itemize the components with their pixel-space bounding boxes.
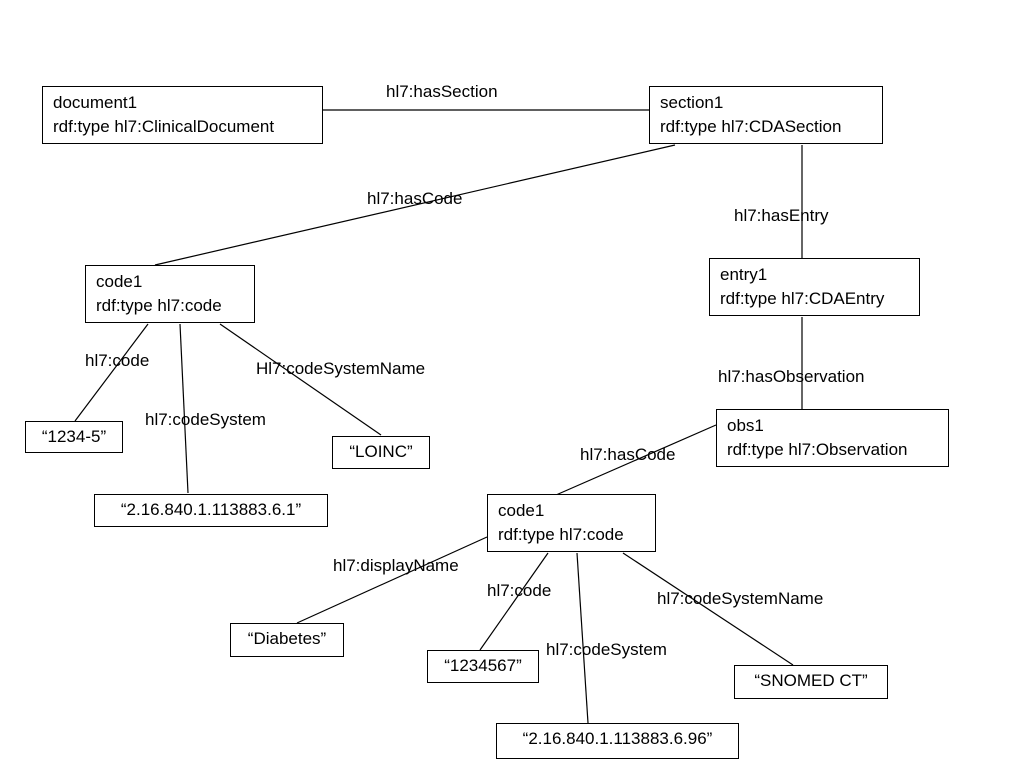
node-code1-top: code1 rdf:type hl7:code [85,265,255,323]
node-type: rdf:type hl7:code [96,296,222,315]
edge-hascode-obs [555,424,717,496]
edge-label-code-a: hl7:code [85,351,150,370]
literal-oid-6-96: “2.16.840.1.113883.6.96” [496,723,739,759]
literal-1234567: “1234567” [427,650,539,683]
literal-value: “2.16.840.1.113883.6.96” [522,729,713,748]
edge-codesystem-a [179,323,189,494]
edge-label-hascode-section: hl7:hasCode [367,189,463,208]
edge-displayname [296,536,488,624]
edge-label-hasobservation: hl7:hasObservation [718,367,865,386]
literal-value: “1234567” [444,656,522,675]
edge-codesystemname-b [622,552,794,666]
edge-code-b [479,552,549,651]
node-type: rdf:type hl7:CDAEntry [720,289,885,308]
node-name: section1 [660,93,724,112]
node-name: code1 [498,501,545,520]
edge-label-hascode-obs: hl7:hasCode [580,445,676,464]
edge-label-codesystemname-b: hl7:codeSystemName [657,589,824,608]
literal-value: “2.16.840.1.113883.6.1” [120,500,302,519]
edge-label-codesystemname-a: Hl7:codeSystemName [256,359,426,378]
node-document1: document1 rdf:type hl7:ClinicalDocument [42,86,323,144]
literal-snomed-ct: “SNOMED CT” [734,665,888,699]
node-name: obs1 [727,416,764,435]
node-type: rdf:type hl7:Observation [727,440,908,459]
edge-code-a [74,323,149,422]
edge-codesystem-b [576,552,589,724]
literal-diabetes: “Diabetes” [230,623,344,657]
literal-value: “Diabetes” [247,629,327,648]
node-name: entry1 [720,265,768,284]
node-section1: section1 rdf:type hl7:CDASection [649,86,883,144]
edge-codesystemname-a [219,323,382,436]
literal-loinc: “LOINC” [332,436,430,469]
node-code1-bottom: code1 rdf:type hl7:code [487,494,656,552]
node-obs1: obs1 rdf:type hl7:Observation [716,409,949,467]
node-type: rdf:type hl7:code [498,525,624,544]
literal-oid-6-1: “2.16.840.1.113883.6.1” [94,494,328,527]
literal-value: “1234-5” [41,427,107,446]
node-type: rdf:type hl7:CDASection [660,117,842,136]
node-name: document1 [53,93,138,112]
literal-1234-5: “1234-5” [25,421,123,453]
edge-label-codesystem-a: hl7:codeSystem [145,410,266,429]
literal-value: “LOINC” [349,442,413,461]
edge-label-displayname: hl7:displayName [333,556,459,575]
node-entry1: entry1 rdf:type hl7:CDAEntry [709,258,920,316]
edge-label-hassection: hl7:hasSection [386,82,498,101]
edge-hascode-section [154,144,676,266]
literal-value: “SNOMED CT” [754,671,868,690]
node-name: code1 [96,272,143,291]
edge-label-hasentry: hl7:hasEntry [734,206,829,225]
edge-label-code-b: hl7:code [487,581,552,600]
node-type: rdf:type hl7:ClinicalDocument [53,117,275,136]
edge-label-codesystem-b: hl7:codeSystem [546,640,667,659]
